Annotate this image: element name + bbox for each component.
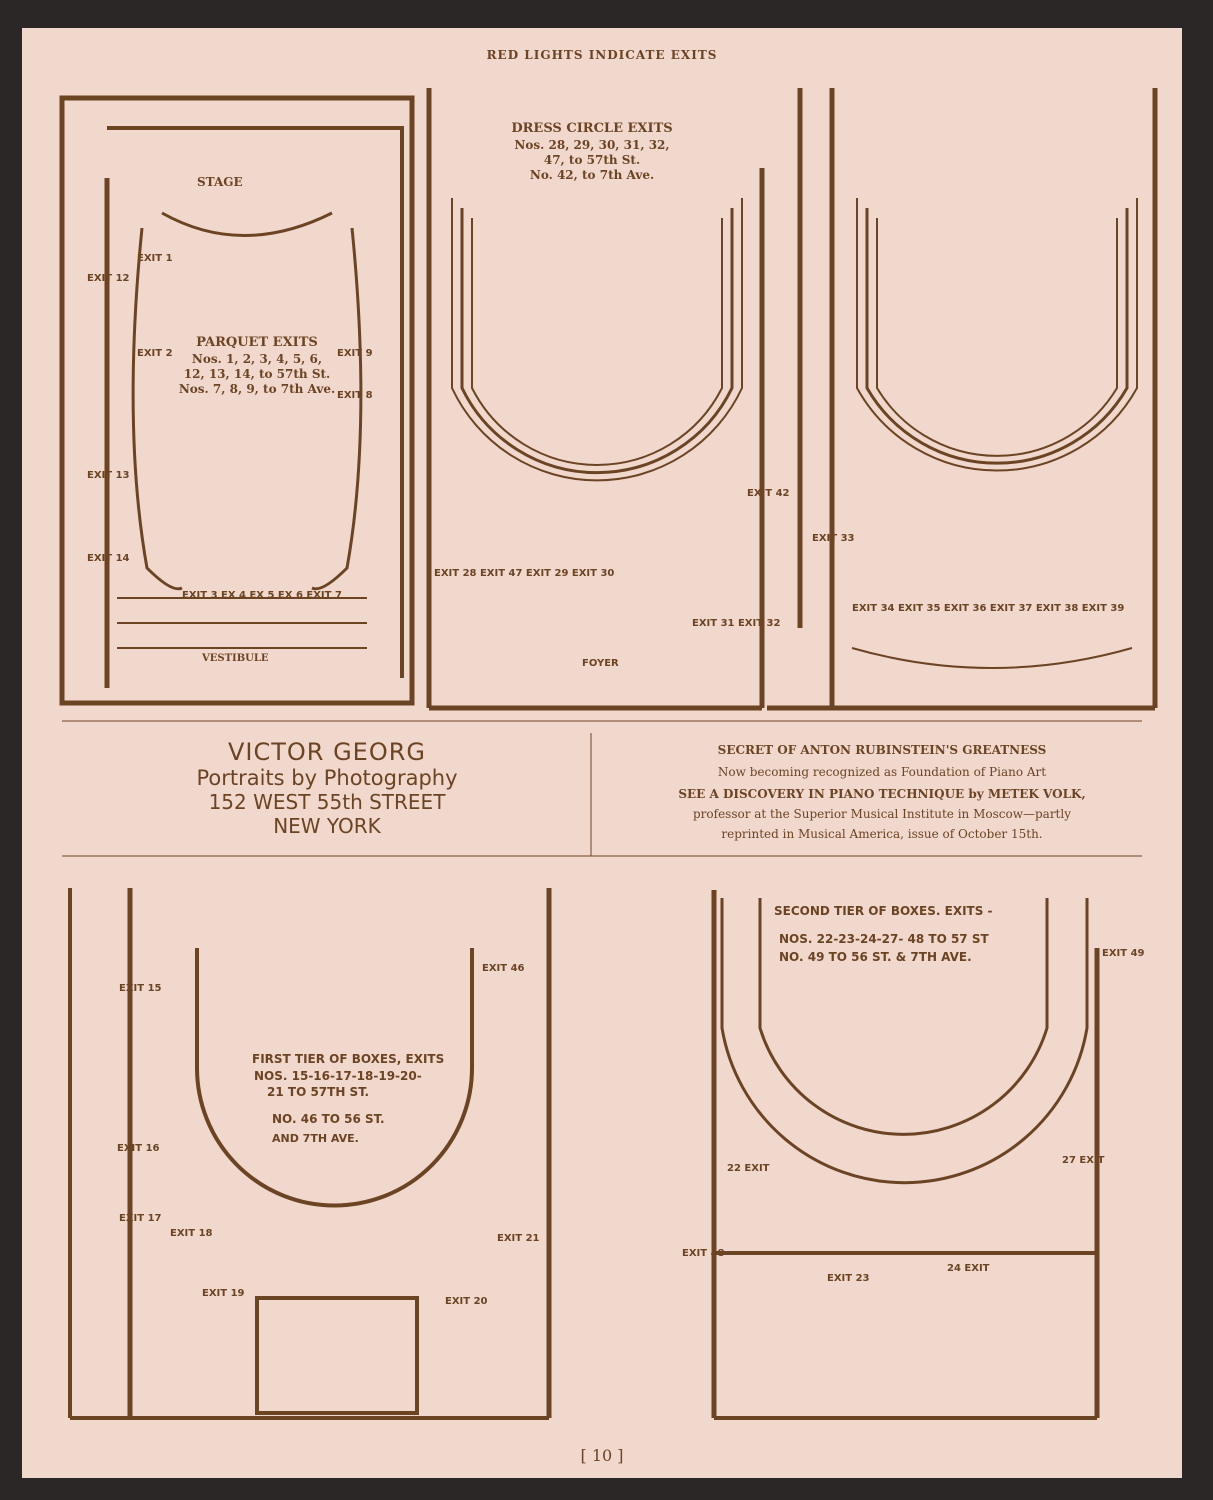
first-tier-line4: AND 7TH AVE. — [272, 1132, 359, 1145]
dress-circle-line3: No. 42, to 7th Ave. — [529, 168, 655, 182]
second-tier-exit-48: EXIT 48 — [682, 1248, 725, 1259]
first-tier-exit-19: EXIT 19 — [202, 1288, 245, 1299]
georg-address: 152 WEST 55th STREET — [208, 790, 446, 814]
first-tier-exit-17: EXIT 17 — [119, 1213, 162, 1224]
dress-circle-line1: Nos. 28, 29, 30, 31, 32, — [514, 138, 670, 152]
second-tier-exit-27: 27 EXIT — [1062, 1155, 1105, 1166]
program-page: RED LIGHTS INDICATE EXITS — [22, 28, 1182, 1478]
parquet-exit-14: EXIT 14 — [87, 553, 130, 564]
parquet-exit-9: EXIT 9 — [337, 348, 373, 359]
first-tier-exit-16: EXIT 16 — [117, 1143, 160, 1154]
second-tier-exit-49: EXIT 49 — [1102, 948, 1145, 959]
parquet-exit-13: EXIT 13 — [87, 470, 130, 481]
georg-name: VICTOR GEORG — [227, 738, 427, 766]
parquet-exit-8: EXIT 8 — [337, 390, 373, 401]
second-tier-exit-23: EXIT 23 — [827, 1273, 870, 1284]
parquet-exits-line1: Nos. 1, 2, 3, 4, 5, 6, — [191, 352, 323, 366]
parquet-outline — [59, 95, 415, 706]
rubinstein-headline: SECRET OF ANTON RUBINSTEIN'S GREATNESS — [717, 743, 1047, 757]
second-tier-line1: NOS. 22-23-24-27- 48 TO 57 ST — [779, 932, 989, 946]
parquet-exits-line3: Nos. 7, 8, 9, to 7th Ave. — [178, 382, 336, 396]
floor-plans — [59, 88, 1158, 1420]
first-tier-exit-46: EXIT 46 — [482, 963, 525, 974]
rubinstein-discovery: SEE A DISCOVERY IN PIANO TECHNIQUE by ME… — [678, 787, 1086, 801]
dress-circle-exits-right: EXIT 31 EXIT 32 — [692, 618, 781, 629]
parquet-exits-line2: 12, 13, 14, to 57th St. — [183, 367, 331, 381]
first-tier-exit-20: EXIT 20 — [445, 1296, 488, 1307]
dress-circle-exits-34-39: EXIT 34 EXIT 35 EXIT 36 EXIT 37 EXIT 38 … — [852, 603, 1125, 614]
second-tier-exit-24: 24 EXIT — [947, 1263, 990, 1274]
parquet-exit-12: EXIT 12 — [87, 273, 130, 284]
stage-label: STAGE — [197, 175, 243, 189]
dress-circle-exit-33: EXIT 33 — [812, 533, 855, 544]
second-tier-line2: NO. 49 TO 56 ST. & 7TH AVE. — [779, 950, 972, 964]
parquet-exit-1: EXIT 1 — [137, 253, 173, 264]
georg-city: NEW YORK — [273, 814, 381, 838]
page-header: RED LIGHTS INDICATE EXITS — [486, 48, 718, 62]
rubinstein-line2: reprinted in Musical America, issue of O… — [721, 827, 1043, 841]
dress-circle-exits-left: EXIT 28 EXIT 47 EXIT 29 EXIT 30 — [434, 568, 615, 579]
rubinstein-line1: professor at the Superior Musical Instit… — [692, 807, 1071, 821]
page-number: [ 10 ] — [580, 1446, 624, 1465]
dress-circle-exit-42: EXIT 42 — [747, 488, 790, 499]
first-tier-line1: NOS. 15-16-17-18-19-20- — [254, 1069, 422, 1083]
second-tier-exit-22: 22 EXIT — [727, 1163, 770, 1174]
first-tier-line2: 21 TO 57TH ST. — [267, 1085, 370, 1099]
georg-advertisement: VICTOR GEORG Portraits by Photography 15… — [62, 738, 592, 838]
first-tier-exit-15: EXIT 15 — [119, 983, 162, 994]
second-tier-title: SECOND TIER OF BOXES. EXITS - — [774, 904, 993, 918]
foyer-label: FOYER — [582, 658, 619, 669]
rubinstein-advertisement: SECRET OF ANTON RUBINSTEIN'S GREATNESS N… — [607, 743, 1157, 841]
dress-circle-line2: 47, to 57th St. — [543, 153, 641, 167]
georg-tagline: Portraits by Photography — [196, 766, 458, 790]
parquet-exits-title: PARQUET EXITS — [196, 335, 318, 350]
first-tier-exit-18: EXIT 18 — [170, 1228, 213, 1239]
first-tier-exit-21: EXIT 21 — [497, 1233, 540, 1244]
first-tier-title: FIRST TIER OF BOXES, EXITS — [252, 1052, 445, 1066]
parquet-exit-2: EXIT 2 — [137, 348, 173, 359]
dress-circle-title: DRESS CIRCLE EXITS — [511, 121, 673, 136]
first-tier-line3: NO. 46 TO 56 ST. — [272, 1112, 385, 1126]
parquet-exits-3-7: EXIT 3 EX 4 EX 5 EX 6 EXIT 7 — [182, 590, 342, 601]
rubinstein-subhead: Now becoming recognized as Foundation of… — [717, 765, 1047, 779]
vestibule-label: VESTIBULE — [202, 653, 269, 664]
